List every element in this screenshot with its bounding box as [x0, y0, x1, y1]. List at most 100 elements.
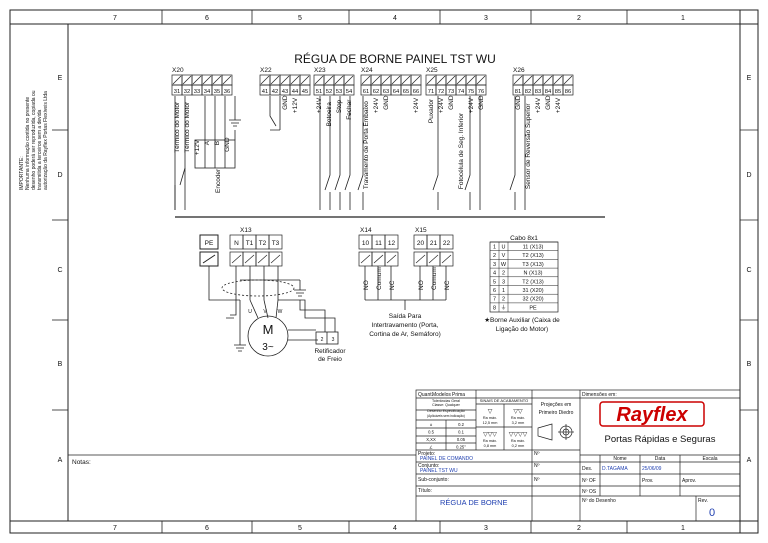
terminal-slot-icon	[441, 254, 452, 264]
terminal-number: 66	[413, 89, 419, 95]
terminal-slot-icon	[391, 75, 401, 85]
tb-projeto-label: Projeto:	[418, 451, 435, 457]
notice-line-4: autorização da Rayflex Portas Flexíveis …	[43, 91, 49, 190]
terminal-number: 31	[174, 89, 180, 95]
terminal-number: 86	[565, 89, 571, 95]
tb-conjunto: PAINEL TST WU	[420, 468, 458, 474]
tb-proj-1: Primeiro Diedro	[539, 410, 574, 416]
x14-name: X14	[360, 227, 372, 234]
terminal-number: T2	[259, 240, 267, 247]
finish-cell: ▽▽▽▽	[509, 432, 528, 438]
terminal-number: 65	[403, 89, 409, 95]
zone-bottom-2: 5	[298, 525, 302, 532]
cable-cell: 8	[493, 305, 496, 311]
terminal-slot-icon	[386, 254, 397, 264]
terminal-number: 63	[383, 89, 389, 95]
saida-line-2: Intertravamento (Porta,	[372, 322, 439, 329]
terminal-number: 22	[443, 240, 451, 247]
cable-cell: 4	[493, 271, 496, 277]
terminal-number: 81	[515, 89, 521, 95]
terminal-slot-icon	[373, 254, 384, 264]
zone-top-4: 3	[484, 15, 488, 22]
x13-name: X13	[240, 227, 252, 234]
title-block	[415, 389, 741, 522]
title-block-text: Quant. Modelos Prima Tolerâncias Geral C…	[418, 392, 718, 519]
terminal-number: 64	[393, 89, 400, 95]
output-label: Comum	[376, 267, 383, 290]
cable-cell: 5	[493, 279, 496, 285]
terminal-label: Travamento de Porta Embaixo	[363, 101, 370, 189]
output-label: NO	[363, 280, 370, 290]
cable-cell: T3 (X13)	[522, 262, 544, 268]
pe-label: PE	[205, 240, 214, 247]
terminal-cell	[439, 234, 454, 250]
cable-cell: 2	[502, 297, 505, 303]
terminal-number: 54	[346, 89, 353, 95]
terminal-label: Fotocélula de Seg. Inferior	[458, 112, 465, 189]
tb-projeto: PAINEL DE COMANDO	[420, 456, 473, 462]
terminal-number: 41	[262, 89, 268, 95]
motor-m: M	[263, 322, 274, 337]
zone-left-4: A	[58, 457, 63, 464]
terminal-slot-icon	[324, 75, 334, 85]
cable-cell: 3	[502, 279, 505, 285]
terminal-number: 42	[272, 89, 278, 95]
tb-nrof: Nº OF	[582, 478, 596, 484]
tb-ndesenho: Nº do Desenho	[582, 498, 616, 504]
terminal-label: Fechar	[346, 99, 353, 120]
terminal-slot-icon	[192, 75, 202, 85]
terminal-number: 45	[302, 89, 308, 95]
finish-cell: ▽▽	[513, 409, 523, 415]
terminal-slot-icon	[428, 254, 439, 264]
tb-nos: Nº OS	[582, 489, 597, 495]
brand-name: Rayflex	[616, 404, 688, 426]
terminal-number: 36	[224, 89, 230, 95]
tol-symbol: X,XX	[426, 437, 436, 442]
terminal-label: GND	[383, 95, 390, 110]
zone-top-5: 2	[577, 15, 581, 22]
notes-label: Notas:	[72, 459, 91, 466]
terminal-slot-icon	[360, 254, 371, 264]
terminal-label: Stop	[336, 99, 343, 113]
terminal-slot-icon	[533, 75, 543, 85]
terminal-slot-icon	[270, 254, 281, 264]
diagram-title: RÉGUA DE BORNE PAINEL TST WU	[294, 51, 496, 66]
terminal-number: 71	[428, 89, 434, 95]
cable-cell: T2 (X13)	[522, 253, 544, 259]
terminal-label: Botoeira	[326, 102, 333, 127]
tb-tol-3: (Aplicáveis sem indicação)	[427, 414, 465, 418]
notice-line-2: desenho poderá ser reproduzida, copiada …	[31, 90, 37, 190]
tb-nome: Nome	[613, 456, 627, 462]
group-name-x22: X22	[260, 67, 272, 74]
terminal-label: Sensor de Reversão Superior	[525, 103, 532, 189]
zone-bottom-3: 4	[393, 525, 397, 532]
terminal-number: 62	[373, 89, 379, 95]
terminal-slot-icon	[446, 75, 456, 85]
terminal-number: 12	[388, 240, 396, 247]
tb-prima: Prima	[452, 392, 465, 398]
terminal-cell	[221, 84, 233, 96]
terminal-slot-icon	[401, 75, 411, 85]
saida-line-3: Cortina de Ar, Semáforo)	[369, 331, 441, 338]
cable-cell: 31 (X20)	[522, 288, 543, 294]
cable-note-1: ★Borne Auxiliar (Caixa de	[484, 316, 560, 324]
cable-cell: 7	[493, 297, 496, 303]
terminal-slot-icon	[222, 75, 232, 85]
terminal-screw-icon	[439, 251, 454, 267]
zone-bottom-4: 3	[484, 525, 488, 532]
terminal-slot-icon	[476, 75, 486, 85]
terminal-number: 51	[316, 89, 322, 95]
terminal-number: 11	[375, 240, 382, 247]
output-label: NC	[389, 280, 396, 290]
terminal-slot-icon	[344, 75, 354, 85]
terminal-number: 76	[478, 89, 484, 95]
tb-n-2: Nº	[534, 477, 540, 483]
finish-cell: ▽	[488, 409, 493, 415]
tol-symbol: ∠	[429, 445, 433, 450]
finish-cell: 0,8 mm	[484, 444, 497, 448]
notice-line-0: IMPORTANTE:	[19, 156, 25, 190]
rayflex-logo: Rayflex	[599, 401, 705, 427]
terminal-number: T3	[272, 240, 280, 247]
terminal-slot-icon	[371, 75, 381, 85]
notice-line-3: transmitida a terceiros sem a devida	[37, 109, 43, 190]
